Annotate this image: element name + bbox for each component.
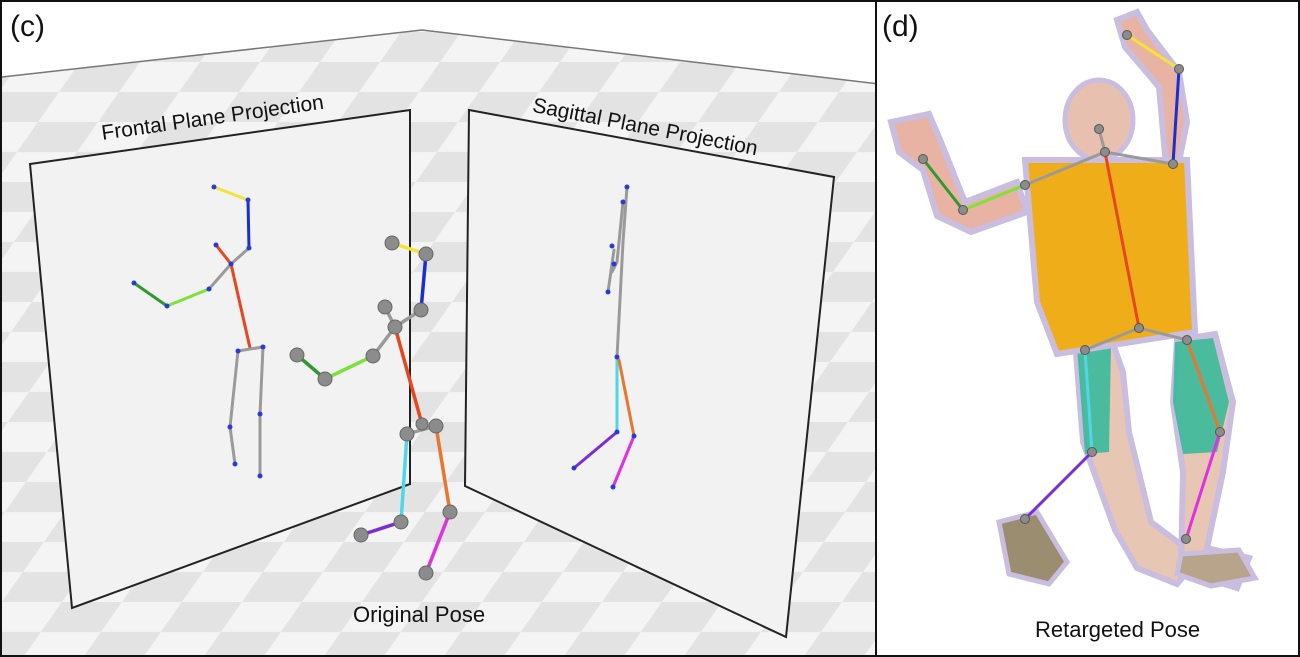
retarget-left-upperarm-bone [1103,150,1175,166]
frontal-left-forearm-bone [246,198,251,250]
original-pose-skeleton [289,235,458,581]
original-pose-caption: Original Pose [353,602,486,627]
sagittal-arm-bone-a [615,200,625,264]
sagittal-projection-skeleton [571,184,637,490]
pose-torso-bone [393,325,424,426]
frontal-right-upperarm-bone [207,262,233,291]
character-body [887,8,1259,592]
pose-right-forearm-bone [323,354,375,381]
retarget-right-hand-bone [921,157,965,212]
right-thigh-fill [1173,338,1229,454]
sagittal-joints [571,184,637,490]
head-shape [1062,77,1136,163]
pose-left-shin-bone [424,510,452,575]
retarget-right-shin-bone [1023,450,1094,521]
retarget-left-forearm-bone [1171,67,1181,166]
frontal-projection-skeleton [131,184,266,479]
retarget-right-upperarm-bone [1023,150,1107,187]
frontal-neck-bone [214,243,233,266]
frontal-joints [131,184,266,479]
retarget-hip-left-bone [1083,326,1141,352]
retarget-joints [918,30,1225,544]
frontal-right-hand-bone [132,281,169,308]
floor-horizon [2,29,875,85]
sagittal-torso-bone [615,240,625,359]
sagittal-left-thigh-bone [617,358,636,438]
panel-original-pose: (c) Frontal Plane Projection Sagittal Pl… [0,0,877,657]
left-foot-shape [996,509,1071,587]
sagittal-upper-spine-bone [621,185,629,244]
panel-retargeted-pose: (d) Retargeted Pose [875,0,1300,657]
frontal-left-hand-bone [212,185,250,202]
retarget-right-forearm-bone [961,183,1027,212]
retarget-left-shin-bone [1184,430,1222,541]
right-arm-shape [887,110,1031,236]
panel-label-c: (c) [10,10,45,43]
frontal-right-thigh-bone [228,349,240,429]
retarget-left-thigh-bone [1185,338,1222,434]
frontal-plane [28,108,411,610]
pose-left-forearm-bone [419,252,428,312]
sagittal-plane [463,108,836,639]
character-drawing [887,8,1259,592]
pose-left-thigh-bone [434,424,452,514]
retargeted-skeleton [918,30,1225,544]
frontal-left-upperarm-bone [229,246,251,266]
frontal-torso-bone [229,262,252,350]
frontal-right-shin-bone [228,425,237,466]
right-foot-shape [1174,547,1259,589]
pose-joints [289,235,458,581]
panel-label-d: (d) [882,10,919,43]
pose-right-thigh-bone [399,432,409,524]
frontal-right-forearm-bone [165,287,211,308]
retargeted-pose-caption: Retargeted Pose [1035,617,1201,642]
scene-3d [2,29,875,655]
frontal-left-thigh-bone [258,345,265,416]
frontal-hip-bone [236,345,265,353]
retarget-right-thigh-bone [1083,348,1094,454]
torso-shape [1021,157,1199,358]
retarget-left-hand-bone [1125,33,1181,71]
retarget-torso-bone [1103,150,1141,330]
sagittal-right-shin-bone [572,430,619,470]
retarget-hip-right-bone [1137,326,1189,342]
sagittal-left-shin-bone [611,434,636,489]
